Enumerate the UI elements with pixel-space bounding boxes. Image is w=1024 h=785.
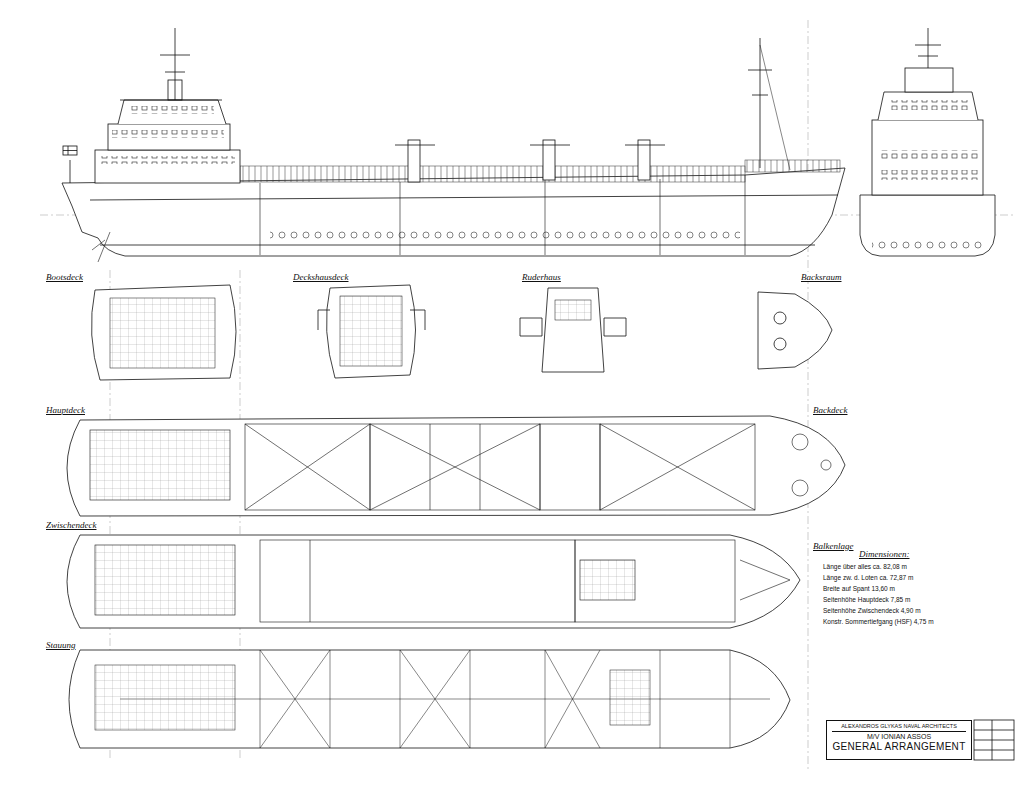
view-title: Deckshausdeck [292, 272, 349, 282]
front-view [860, 28, 995, 256]
drawing-title: GENERAL ARRANGEMENT [832, 741, 966, 753]
view-title: Hauptdeck [45, 405, 86, 415]
view-title: Stauung [45, 640, 77, 650]
title-block: ALEXANDROS GLYKAS NAVAL ARCHITECTSM/V IO… [826, 720, 972, 760]
dimension-line: Konstr. Sommertiefgang (HSF) 4,75 m [822, 618, 935, 625]
office-name: ALEXANDROS GLYKAS NAVAL ARCHITECTS [832, 723, 966, 732]
reference-lines [40, 20, 1015, 770]
upper-deck-plans [91, 285, 832, 380]
hold-plan [69, 650, 790, 748]
view-title: Balkenlage [812, 541, 854, 551]
dimension-line: Seitenhöhe Hauptdeck 7,85 m [822, 596, 911, 603]
dimension-line: Länge zw. d. Loten ca. 72,87 m [822, 574, 914, 581]
dimension-line: Länge über alles ca. 82,08 m [822, 563, 908, 570]
view-title: Dimensionen: [858, 549, 911, 559]
profile-view [62, 28, 845, 262]
tween-deck-plan [67, 535, 800, 628]
ship-name: M/V IONIAN ASSOS [832, 733, 966, 741]
dimension-line: Seitenhöhe Zwischendeck 4,90 m [822, 607, 922, 614]
title-block-grid [974, 720, 1014, 760]
view-title: Backsraum [800, 272, 843, 282]
dimension-line: Breite auf Spant 13,60 m [822, 585, 896, 592]
main-deck-plan [67, 416, 845, 516]
view-title: Zwischendeck [45, 520, 97, 530]
view-title: Ruderhaus [521, 272, 562, 282]
view-title: Backdeck [812, 405, 848, 415]
view-title: Bootsdeck [45, 272, 84, 282]
